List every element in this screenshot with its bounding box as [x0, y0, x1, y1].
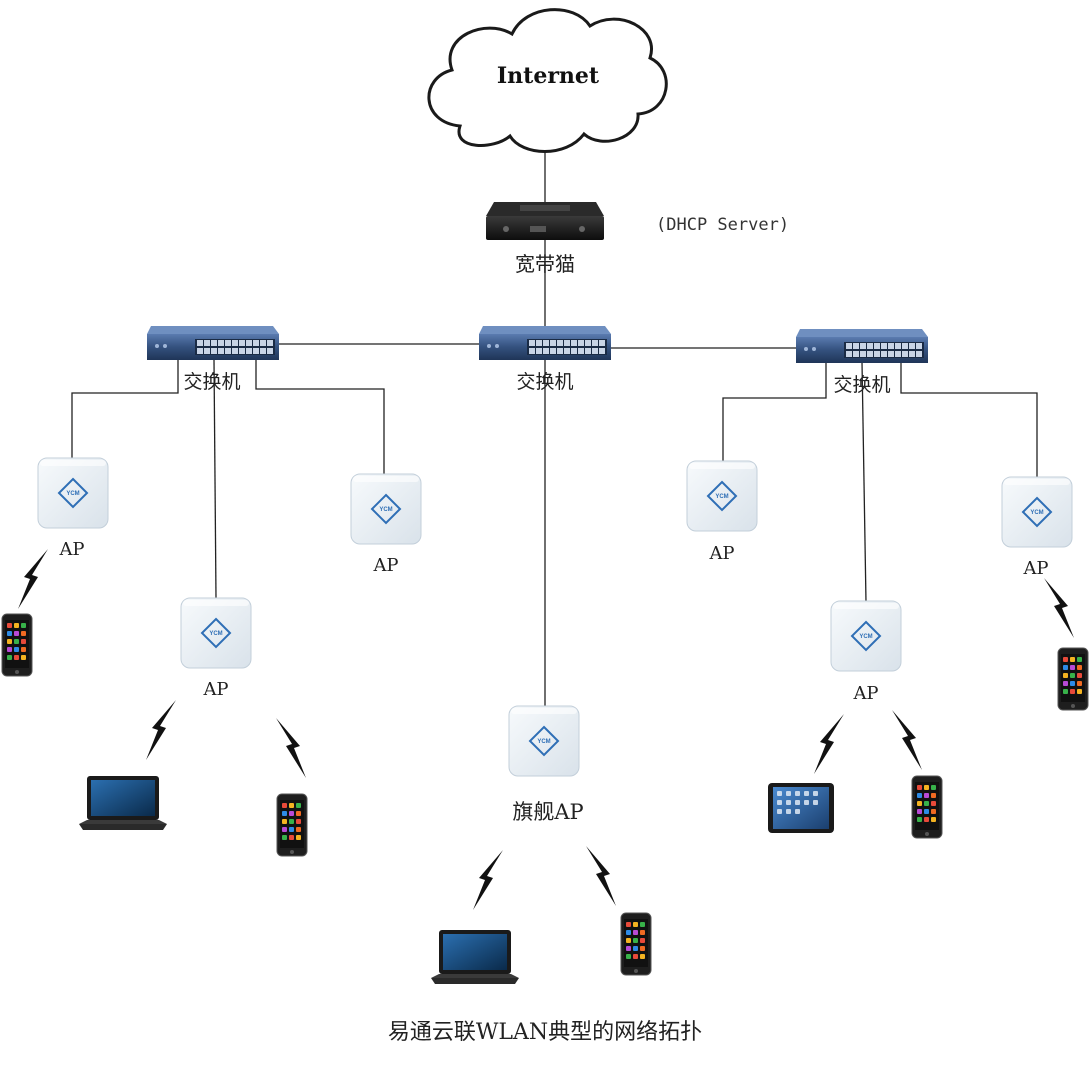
- ap-logo-text: YCM: [66, 491, 79, 497]
- ap-5-label: AP: [852, 683, 878, 704]
- ap-logo-text: YCM: [1030, 510, 1043, 516]
- wireless-bolt-icon: [146, 700, 176, 760]
- ap-2: YCM: [180, 597, 252, 669]
- ap-logo-text: YCM: [209, 631, 222, 637]
- laptop-icon: [431, 930, 519, 984]
- ap-4-label: AP: [708, 543, 734, 564]
- wireless-bolt-icon: [276, 718, 306, 778]
- switch-center: [479, 326, 611, 360]
- link-ap-3: [255, 358, 385, 474]
- link-ap-6: [900, 362, 1038, 478]
- switch-center-label: 交换机: [516, 371, 573, 393]
- ap-logo-text: YCM: [715, 494, 728, 500]
- wireless-bolt-icon: [473, 850, 503, 910]
- broadband-modem: [486, 202, 604, 240]
- wireless-bolt-icon: [586, 846, 616, 906]
- flagship-ap-label: 旗舰AP: [512, 800, 583, 824]
- ap-3-label: AP: [372, 555, 398, 576]
- ap-logo-text: YCM: [379, 507, 392, 513]
- ap-1: YCM: [37, 457, 109, 529]
- wireless-bolt-icon: [892, 710, 922, 770]
- flagship-ap: YCM: [508, 705, 580, 777]
- ap-6-label: AP: [1022, 558, 1048, 579]
- ap-2-label: AP: [202, 679, 228, 700]
- switch-left: [147, 326, 279, 360]
- modem-label: 宽带猫: [515, 252, 575, 276]
- wireless-bolt-icon: [18, 549, 48, 609]
- ap-3: YCM: [350, 473, 422, 545]
- internet-label: Internet: [497, 63, 600, 89]
- ap-4: YCM: [686, 460, 758, 532]
- link-ap-4: [722, 362, 827, 462]
- dhcp-server-label: (DHCP Server): [656, 215, 789, 235]
- smartphone-icon: [276, 793, 308, 857]
- ap-5: YCM: [830, 600, 902, 672]
- link-ap-2: [213, 359, 217, 599]
- ap-logo-text: YCM: [859, 634, 872, 640]
- wireless-bolt-icon: [814, 714, 844, 774]
- ap-6: YCM: [1001, 476, 1073, 548]
- ap-logo-text: YCM: [537, 739, 550, 745]
- laptop-icon: [79, 776, 167, 830]
- switch-right: [796, 329, 928, 363]
- tablet-icon: [768, 783, 834, 833]
- diagram-caption: 易通云联WLAN典型的网络拓扑: [388, 1020, 702, 1045]
- link-ap-5: [861, 361, 867, 603]
- smartphone-icon: [620, 912, 652, 976]
- switch-right-label: 交换机: [833, 374, 890, 396]
- switch-left-label: 交换机: [183, 371, 240, 393]
- smartphone-icon: [1057, 647, 1089, 711]
- wireless-bolt-icon: [1044, 578, 1074, 638]
- internet-cloud: Internet: [427, 8, 668, 153]
- link-ap-1: [71, 352, 179, 458]
- smartphone-icon: [911, 775, 943, 839]
- ap-1-label: AP: [58, 539, 84, 560]
- smartphone-icon: [1, 613, 33, 677]
